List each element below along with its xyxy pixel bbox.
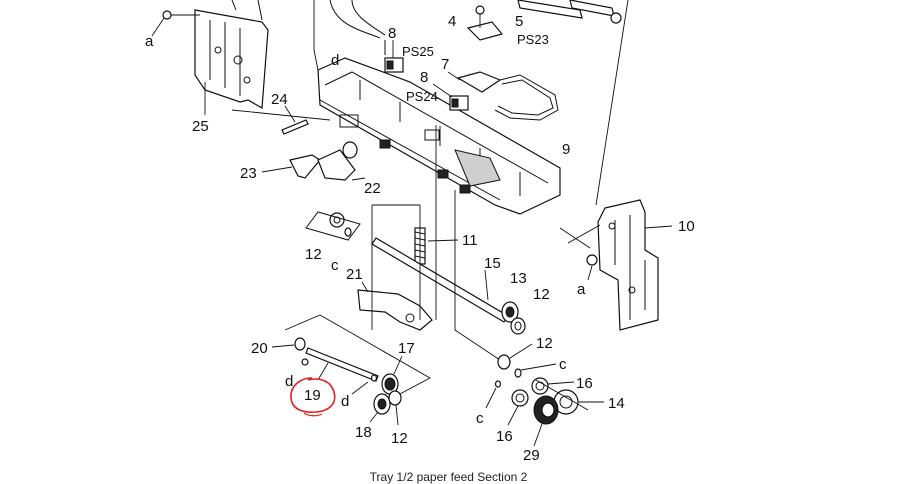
sensor-ps24: [432, 83, 469, 111]
label-22: 22: [364, 180, 381, 197]
label-16-b: 16: [496, 428, 513, 445]
bushing-part-12-c: [497, 343, 533, 370]
label-ps24: PS24: [406, 89, 438, 104]
label-14: 14: [608, 395, 625, 412]
screw-a-right: [586, 254, 598, 281]
shaft-part-15: [371, 237, 509, 323]
label-c-b: c: [559, 356, 567, 373]
gear-part-18: [369, 393, 391, 423]
label-17: 17: [398, 340, 415, 357]
highlight-underline: [303, 412, 323, 417]
sensor-ps25: [384, 40, 404, 73]
label-d-bottom: d: [341, 393, 349, 410]
label-d-top: d: [331, 52, 339, 69]
wire-harness: [329, 0, 559, 121]
label-18: 18: [355, 424, 372, 441]
clip-c-c: [485, 380, 502, 409]
bracket-part-10: [567, 199, 673, 331]
part-labels: a 25 24 d 8 PS25 4 5 PS23 7 8 PS24 9 23 …: [145, 13, 695, 464]
label-19: 19: [304, 387, 321, 404]
label-20: 20: [251, 340, 268, 357]
highlight-circle: [290, 377, 336, 413]
roller-part-16-b: [507, 389, 529, 426]
bracket-part-25: [194, 0, 269, 109]
bracket-part-21: [357, 281, 433, 331]
roller-part-29: [533, 395, 559, 447]
screw-a-top: [151, 10, 200, 37]
gear-part-17: [381, 355, 403, 395]
label-11: 11: [462, 232, 478, 249]
label-c-a: c: [331, 257, 339, 274]
actuator-part-7: [447, 71, 502, 93]
label-10: 10: [678, 218, 695, 235]
label-21: 21: [346, 266, 363, 283]
label-12-a: 12: [305, 246, 322, 263]
label-4: 4: [448, 13, 456, 30]
roller-part-22: [317, 141, 366, 181]
pin-part-24: [281, 105, 309, 135]
label-ps25: PS25: [402, 44, 434, 59]
label-c-c: c: [476, 410, 484, 427]
clip-c-b: [514, 363, 557, 378]
label-12-c: 12: [536, 335, 553, 352]
bushing-part-12-b: [510, 317, 526, 335]
label-5: 5: [515, 13, 523, 30]
bracket-part-4: [466, 5, 504, 41]
label-a-right: a: [577, 281, 586, 298]
roller-part-16-a: [531, 377, 575, 395]
figure-caption: Tray 1/2 paper feed Section 2: [369, 470, 528, 484]
label-29: 29: [523, 447, 540, 464]
bushing-part-20: [271, 337, 306, 351]
label-24: 24: [271, 91, 288, 108]
label-a-top: a: [145, 33, 154, 50]
label-23: 23: [240, 165, 257, 182]
lever-part-23: [261, 154, 321, 179]
shaft-top-right: [517, 0, 622, 24]
label-13: 13: [510, 270, 527, 287]
gear-part-13: [501, 301, 519, 323]
clip-c-lower: [351, 374, 378, 395]
shaft-part-19: [301, 347, 379, 382]
label-12-b: 12: [533, 286, 550, 303]
bushing-part-12-a: [305, 211, 361, 241]
frame-part-9: [317, 57, 561, 215]
label-9: 9: [562, 141, 570, 158]
label-25: 25: [192, 118, 209, 135]
spring-part-11: [414, 227, 459, 265]
label-7: 7: [441, 56, 449, 73]
label-16-a: 16: [576, 375, 593, 392]
label-12-d: 12: [391, 430, 408, 447]
label-8-mid: 8: [420, 69, 428, 86]
bushing-part-12-d: [388, 390, 402, 426]
roller-part-14: [553, 389, 604, 415]
label-8-top: 8: [388, 25, 396, 42]
label-ps23: PS23: [517, 32, 549, 47]
label-15: 15: [484, 255, 501, 272]
label-d-left: d: [285, 373, 293, 390]
